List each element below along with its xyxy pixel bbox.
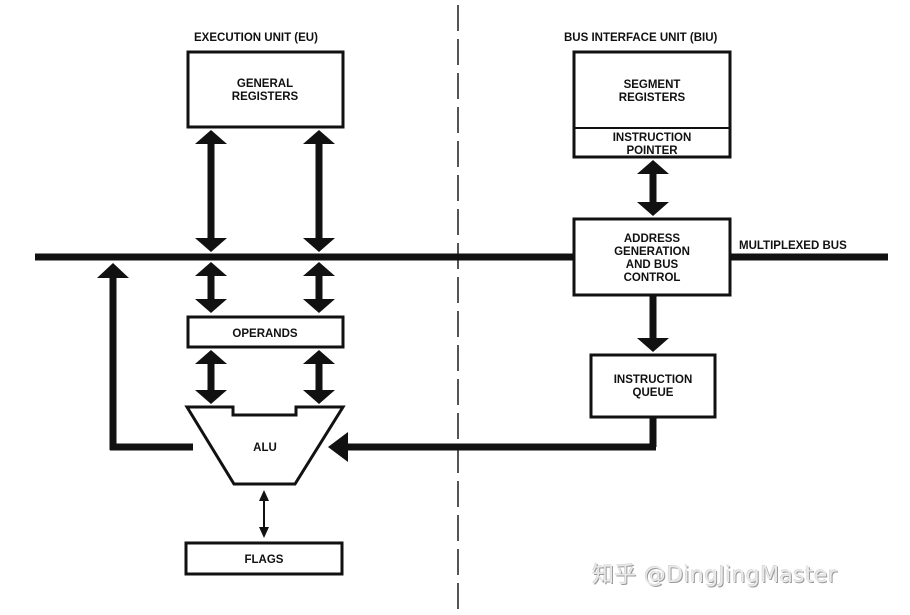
instruction-pointer-block: INSTRUCTION POINTER [613, 132, 692, 157]
alu-flags-arrow-head-down [259, 527, 269, 538]
operands-alu-arrow-left-head-up [195, 350, 227, 364]
svg-text:OPERANDS: OPERANDS [232, 328, 298, 340]
bus-operands-arrow-left-head-up [195, 262, 227, 276]
segment-registers-block: SEGMENT REGISTERS [572, 50, 732, 159]
svg-text:CONTROL: CONTROL [624, 272, 681, 284]
svg-text:REGISTERS: REGISTERS [619, 92, 686, 104]
ip-addrgen-arrow-head-down [637, 202, 669, 216]
svg-text:AND BUS: AND BUS [626, 259, 679, 271]
svg-text:SEGMENT: SEGMENT [624, 79, 681, 91]
svg-text:REGISTERS: REGISTERS [232, 91, 299, 103]
addrgen-queue-arrow-head [637, 338, 669, 352]
flags-block: FLAGS [184, 541, 344, 576]
gr-bus-arrow-left-head-down [195, 238, 227, 252]
instruction-queue-block: INSTRUCTION QUEUE [589, 353, 717, 419]
watermark: 知乎 @DingJingMaster [592, 563, 837, 588]
biu-title: BUS INTERFACE UNIT (BIU) [564, 32, 718, 44]
svg-text:INSTRUCTION: INSTRUCTION [613, 132, 692, 144]
alu-block: ALU [184, 405, 346, 486]
svg-text:ADDRESS: ADDRESS [624, 233, 681, 245]
svg-text:GENERATION: GENERATION [614, 246, 690, 258]
svg-text:ALU: ALU [253, 442, 277, 454]
operands-alu-arrow-left-head-down [195, 390, 227, 404]
svg-text:POINTER: POINTER [626, 145, 678, 157]
operands-alu-arrow-right-head-up [303, 350, 335, 364]
bus-label: MULTIPLEXED BUS [739, 240, 847, 252]
svg-text:GENERAL: GENERAL [237, 78, 293, 90]
bus-operands-arrow-right-head-up [303, 262, 335, 276]
gr-bus-arrow-right-head-up [303, 130, 335, 144]
gr-bus-arrow-left-head-up [195, 130, 227, 144]
bus-operands-arrow-left-head-down [195, 299, 227, 313]
general-registers-block: GENERAL REGISTERS [186, 50, 345, 129]
queue-alu-arrow-head [328, 432, 348, 462]
operands-alu-arrow-right-head-down [303, 390, 335, 404]
svg-text:INSTRUCTION: INSTRUCTION [614, 374, 693, 386]
svg-text:QUEUE: QUEUE [633, 387, 674, 399]
address-generation-block: ADDRESS GENERATION AND BUS CONTROL [572, 217, 732, 297]
alu-output-arrow-head [97, 263, 129, 278]
bus-operands-arrow-right-head-down [303, 299, 335, 313]
svg-text:FLAGS: FLAGS [245, 554, 284, 566]
gr-bus-arrow-right-head-down [303, 238, 335, 252]
alu-flags-arrow-head-up [259, 490, 269, 501]
operands-block: OPERANDS [186, 315, 345, 349]
ip-addrgen-arrow-head-up [637, 160, 669, 174]
eu-title: EXECUTION UNIT (EU) [194, 32, 318, 44]
